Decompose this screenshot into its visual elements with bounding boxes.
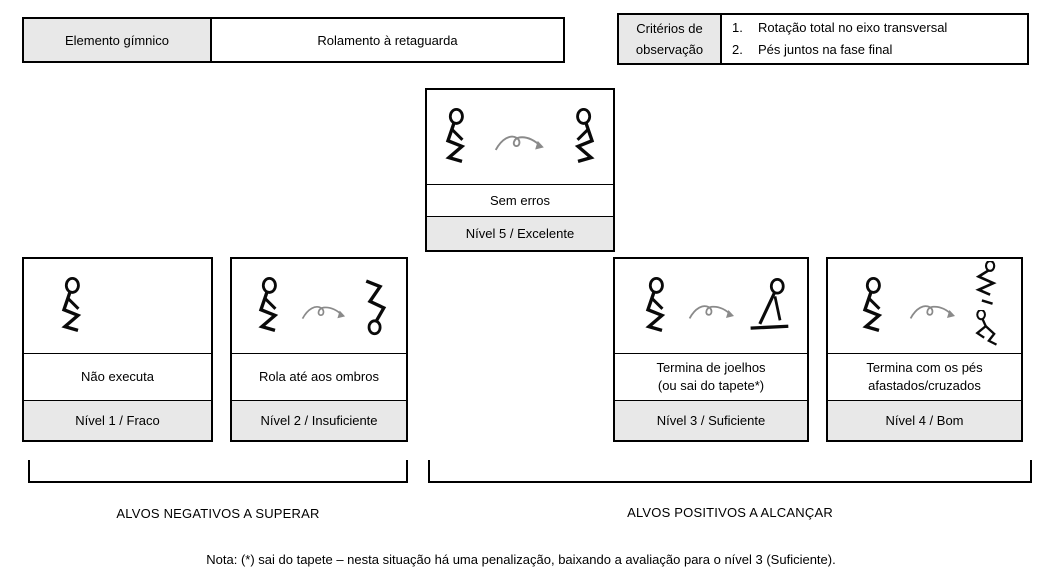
rotation-arrow-icon — [688, 305, 735, 320]
level-3-description-line2: (ou sai do tapete*) — [657, 378, 765, 393]
level-5-description-line1: Sem erros — [490, 192, 550, 208]
stick-figure-crouch-mirrored-icon — [575, 108, 594, 164]
level-4-figures — [828, 259, 1021, 353]
rotation-arrow-icon — [301, 305, 346, 319]
level-5-grade: Nível 5 / Excelente — [427, 216, 613, 250]
figure-on-shoulders-icon — [364, 279, 386, 336]
positive-targets-bracket — [428, 460, 1032, 483]
negative-targets-bracket — [28, 460, 408, 483]
level-5-card: Sem erros Nível 5 / Excelente — [425, 88, 615, 252]
level-4-end-figures — [971, 259, 1002, 353]
criteria-table: Critérios de observação 1. Rotação total… — [617, 13, 1029, 65]
element-label: Elemento gímnico — [64, 32, 170, 48]
criteria-item-2-number: 2. — [732, 42, 743, 57]
stick-figure-crouch-icon — [645, 277, 664, 333]
level-5-description: Sem erros — [427, 184, 613, 216]
level-3-description: Termina de joelhos (ou sai do tapete*) — [615, 353, 807, 400]
level-2-figures — [232, 259, 406, 353]
negative-targets-label: ALVOS NEGATIVOS A SUPERAR — [116, 506, 320, 521]
level-4-card: Termina com os pés afastados/cruzados Ní… — [826, 257, 1023, 442]
level-1-figures — [24, 259, 211, 353]
figure-kneeling-icon — [748, 277, 790, 330]
level-4-description-line1: Termina com os pés — [866, 360, 983, 375]
criteria-label-line2: observação — [635, 42, 704, 57]
positive-targets-label: ALVOS POSITIVOS A ALCANÇAR — [627, 505, 833, 520]
level-1-description-line1: Não executa — [81, 369, 154, 384]
stick-figure-crouch-icon — [446, 108, 465, 164]
rotation-arrow-icon — [494, 135, 545, 151]
criteria-items-cell: 1. Rotação total no eixo transversal 2. … — [722, 15, 1027, 63]
level-4-description: Termina com os pés afastados/cruzados — [828, 353, 1021, 400]
level-2-grade: Nível 2 / Insuficiente — [232, 400, 406, 440]
criteria-item-1-text: Rotação total no eixo transversal — [758, 20, 948, 35]
criteria-item-1: 1. Rotação total no eixo transversal — [732, 17, 1027, 39]
figure-feet-crossed-icon — [977, 261, 996, 306]
stick-figure-crouch-icon — [259, 277, 278, 333]
criteria-item-2: 2. Pés juntos na fase final — [732, 39, 1027, 61]
criteria-item-2-text: Pés juntos na fase final — [758, 42, 893, 57]
level-3-description-line1: Termina de joelhos — [656, 360, 766, 375]
element-table: Elemento gímnico Rolamento à retaguarda — [22, 17, 565, 63]
element-value-cell: Rolamento à retaguarda — [212, 19, 563, 61]
criteria-label-cell: Critérios de observação — [619, 15, 722, 63]
level-3-grade: Nível 3 / Suficiente — [615, 400, 807, 440]
level-5-figures — [427, 90, 613, 184]
level-1-grade: Nível 1 / Fraco — [24, 400, 211, 440]
level-3-figures — [615, 259, 807, 353]
criteria-label-line1: Critérios de — [636, 21, 703, 36]
level-1-card: Não executa Nível 1 / Fraco — [22, 257, 213, 442]
level-2-description-line1: Rola até aos ombros — [259, 369, 379, 384]
figure-feet-apart-icon — [975, 310, 998, 346]
level-1-description: Não executa — [24, 353, 211, 400]
rotation-arrow-icon — [909, 305, 956, 320]
level-2-card: Rola até aos ombros Nível 2 / Insuficien… — [230, 257, 408, 442]
stick-figure-crouch-icon — [862, 277, 881, 333]
level-2-description: Rola até aos ombros — [232, 353, 406, 400]
element-value: Rolamento à retaguarda — [317, 32, 458, 48]
footnote: Nota: (*) sai do tapete – nesta situação… — [206, 552, 836, 567]
level-4-grade: Nível 4 / Bom — [828, 400, 1021, 440]
element-label-cell: Elemento gímnico — [24, 19, 212, 61]
level-3-card: Termina de joelhos (ou sai do tapete*) N… — [613, 257, 809, 442]
level-4-description-line2: afastados/cruzados — [868, 378, 981, 393]
stick-figure-crouch-icon — [62, 277, 81, 333]
criteria-item-1-number: 1. — [732, 20, 743, 35]
